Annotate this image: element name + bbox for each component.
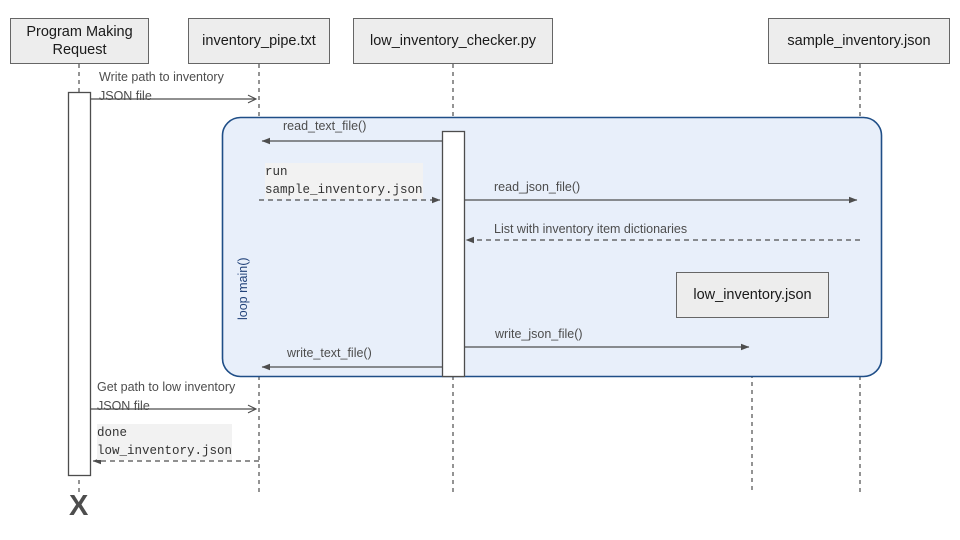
participant-label-low-inventory-checker: low_inventory_checker.py — [369, 32, 537, 49]
participant-box-low-inventory-json[interactable]: low_inventory.json — [676, 272, 829, 318]
participant-box-sample-inventory-json[interactable]: sample_inventory.json — [768, 18, 950, 64]
message-label-write-text-file: write_text_file() — [287, 346, 372, 360]
message-label-get-path-to-low-inventory: Get path to low inventory JSON file — [97, 380, 236, 413]
activation-bar-program — [67, 91, 92, 477]
participant-label-sample-inventory: sample_inventory.json — [787, 32, 931, 49]
participant-label-program: Program Making Request — [26, 23, 133, 58]
participant-label-low-inventory-json: low_inventory.json — [693, 286, 812, 303]
lifelines — [78, 64, 861, 494]
message-arrows — [90, 94, 860, 465]
message-label-write-json-file: write_json_file() — [495, 327, 583, 341]
participant-label-inventory-pipe: inventory_pipe.txt — [202, 32, 316, 49]
activation-bar-checker — [441, 130, 466, 378]
participant-box-inventory-pipe-txt[interactable]: inventory_pipe.txt — [188, 18, 330, 64]
message-label-run-sample-inventory: run sample_inventory.json — [265, 163, 423, 200]
message-label-done-low-inventory-json: done low_inventory.json — [97, 424, 233, 461]
activation-bars — [67, 91, 466, 477]
participant-box-low-inventory-checker-py[interactable]: low_inventory_checker.py — [353, 18, 553, 64]
message-label-list-with-inventory-item-dictionaries: List with inventory item dictionaries — [494, 222, 688, 236]
participant-box-program-making-request[interactable]: Program Making Request — [10, 18, 149, 64]
message-label-write-path-to-inventory: Write path to inventory JSON file — [99, 70, 224, 103]
loop-fragment-label: loop main() — [236, 257, 250, 320]
destroy-marker-icon: X — [69, 490, 89, 522]
message-label-read-json-file: read_json_file() — [494, 180, 581, 194]
message-label-read-text-file: read_text_file() — [283, 119, 367, 133]
